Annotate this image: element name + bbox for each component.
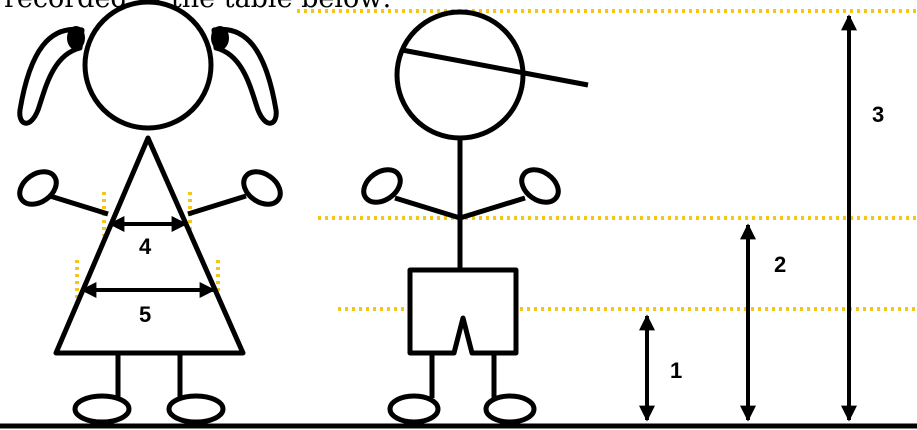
girl-head [85,2,211,128]
label-measure-1: 1 [670,358,682,383]
label-measure-5: 5 [139,302,151,327]
girl-left-hand [14,165,63,211]
boy-head [397,12,523,138]
girl-right-hand [238,165,287,211]
boy-right-arm [460,198,525,218]
girl-right-bow [211,26,229,50]
boy-left-arm [395,198,460,218]
boy-left-hand [358,163,407,209]
boy-left-foot [390,396,438,422]
boy-right-hand [516,163,565,209]
girl-left-arm [50,196,108,214]
label-measure-4: 4 [139,234,152,259]
girl-right-arm [188,196,246,214]
label-measure-2: 2 [774,252,786,277]
girl-left-bow [67,26,85,50]
boy-right-foot [486,396,534,422]
girl-right-foot [169,396,223,422]
boy-shorts [410,270,516,353]
label-measure-3: 3 [872,102,884,127]
girl-figure [14,2,287,422]
girl-left-foot [75,396,129,422]
